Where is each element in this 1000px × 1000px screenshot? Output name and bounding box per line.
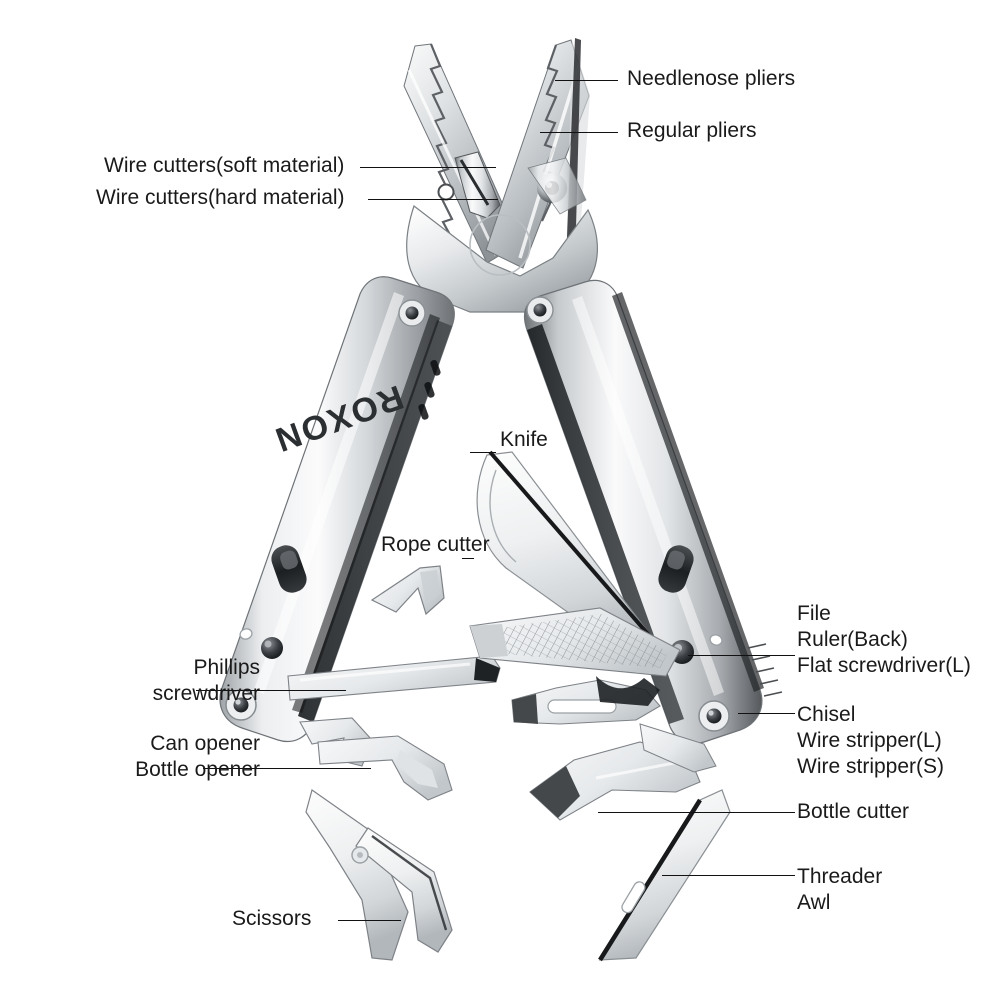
label-scissors: Scissors <box>232 907 312 930</box>
label-knife: Knife <box>500 428 548 451</box>
label-wire-cutters-hard: Wire cutters(hard material) <box>96 186 345 209</box>
leader-needlenose-pliers <box>555 80 618 81</box>
label-needlenose-pliers: Needlenose pliers <box>627 67 796 90</box>
bottle-opener-tool <box>317 735 453 801</box>
leader-can-bottle-opener <box>203 768 371 769</box>
label-wire-cutters-soft: Wire cutters(soft material) <box>104 154 345 177</box>
label-can-opener-bottle-opener: Can opener Bottle opener <box>135 732 260 781</box>
label-bottle-cutter: Bottle cutter <box>797 800 910 823</box>
wire-stripper-tool <box>639 723 717 773</box>
leader-regular-pliers <box>540 132 618 133</box>
leader-file-ruler-flat <box>688 655 795 656</box>
label-file-ruler-flat-screwdriver: File Ruler(Back) Flat screwdriver(L) <box>797 602 971 677</box>
leader-scissors <box>338 920 401 921</box>
right-lock-slider <box>658 545 694 593</box>
leader-knife <box>470 452 496 453</box>
right-handle <box>523 279 783 745</box>
leader-wire-cutters-soft <box>360 167 496 168</box>
label-threader-awl: Threader Awl <box>797 865 883 914</box>
leader-chisel-wire-strippers <box>738 713 795 714</box>
label-phillips-screwdriver: Phillips screwdriver <box>152 656 260 705</box>
rope-cutter-tool <box>370 565 445 616</box>
pliers-head-body <box>406 157 598 313</box>
leader-bottle-cutter <box>598 812 795 813</box>
left-lock-slider <box>271 545 307 593</box>
leader-wire-cutters-hard <box>368 199 498 200</box>
leader-threader-awl <box>662 875 795 876</box>
label-rope-cutter: Rope cutter <box>381 533 490 556</box>
chisel-flat-screwdriver-tool <box>511 676 661 725</box>
file-ruler-tool <box>469 607 681 677</box>
leader-rope-cutter <box>462 558 474 559</box>
phillips-screwdriver-tool <box>287 655 501 701</box>
ruler-ticks <box>747 643 783 697</box>
label-chisel-wire-strippers: Chisel Wire stripper(L) Wire stripper(S) <box>797 703 945 778</box>
left-handle: ROXON <box>219 276 455 743</box>
scissors-tool <box>305 789 453 961</box>
label-regular-pliers: Regular pliers <box>627 119 757 142</box>
leader-phillips-screwdriver <box>196 690 346 691</box>
